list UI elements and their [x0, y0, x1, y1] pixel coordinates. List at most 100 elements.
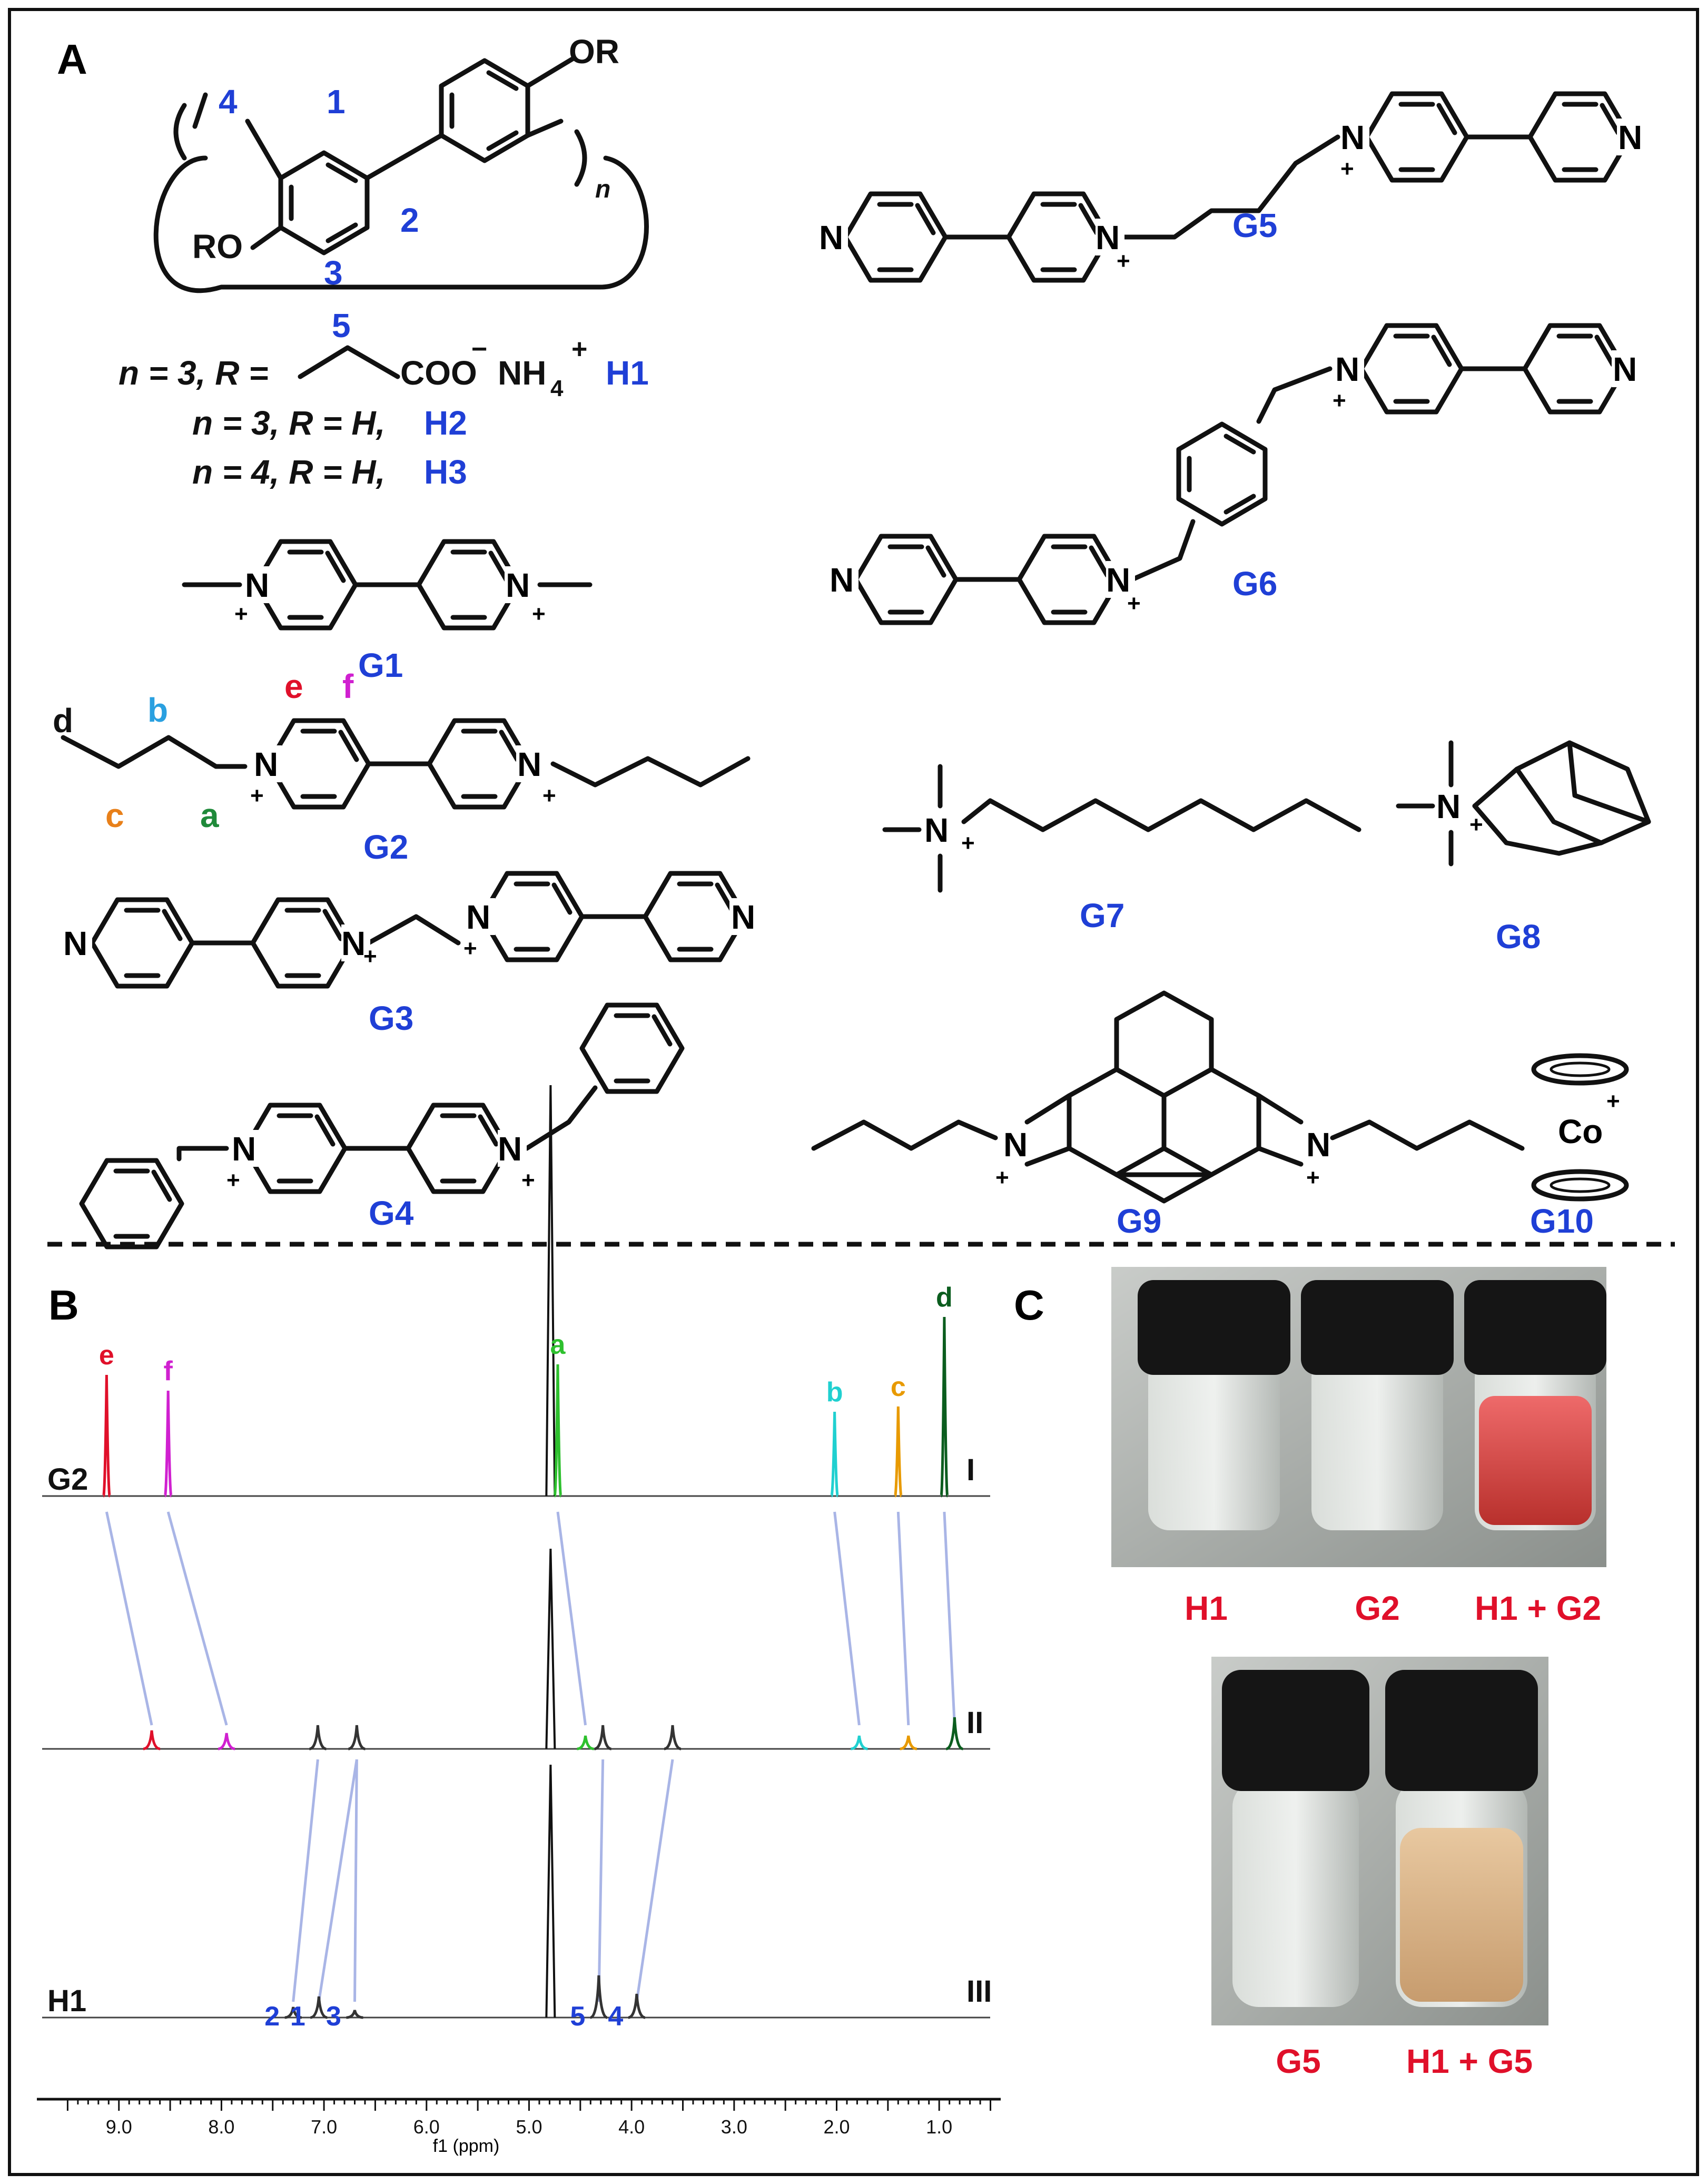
spectrum-3-peak [346, 2010, 363, 2019]
g2-n-right: N [517, 745, 541, 783]
series-name: H1 [47, 1984, 86, 2018]
g7-label: G7 [1080, 897, 1124, 934]
host-pos-1: 1 [327, 83, 346, 121]
g2-label: G2 [363, 828, 408, 866]
photo-top-label-2: G2 [1355, 1589, 1399, 1627]
g2-letter-a: a [200, 796, 219, 834]
g8-structure [1396, 740, 1651, 867]
g1-plus-right: + [532, 601, 546, 627]
g2-letter-e: e [284, 667, 303, 705]
peak-label: 1 [290, 2001, 305, 2032]
spectrum-2-peak [309, 1725, 327, 1750]
host-name-h3: H3 [424, 453, 467, 491]
series-roman-label: I [966, 1453, 975, 1487]
g2-structure [61, 721, 751, 807]
host-structure [153, 55, 649, 293]
panel-c-label: C [1014, 1282, 1044, 1329]
spectrum-solvent-peak-2 [545, 1548, 556, 1749]
g6-n-4: N [1613, 350, 1637, 388]
g5-structure [819, 94, 1646, 280]
shift-arrow [943, 1511, 956, 1726]
shift-arrow [635, 1759, 674, 2002]
nmr-spectra [42, 1085, 990, 2019]
host-name-h2: H2 [424, 404, 467, 442]
g8-n: N [1436, 788, 1461, 825]
g6-plus-3: + [1333, 388, 1346, 414]
spectrum-3-peak [284, 2006, 302, 2019]
shift-arrow [105, 1511, 153, 1726]
g9-label: G9 [1117, 1202, 1161, 1240]
peak-label: e [99, 1340, 114, 1371]
spectrum-2-peak [900, 1735, 917, 1750]
g1-label: G1 [358, 646, 403, 684]
host-or: OR [569, 33, 619, 71]
spectrum-1-peak [163, 1390, 173, 1498]
shift-arrow [353, 1759, 358, 2002]
g10-plus: + [1606, 1088, 1620, 1114]
host-line1-minus: − [471, 334, 487, 365]
peak-label: f [164, 1356, 173, 1386]
g9-plus-left: + [995, 1165, 1009, 1191]
series-roman-label: II [966, 1706, 983, 1740]
peak-label: 3 [326, 2001, 341, 2032]
nmr-arrows [105, 1511, 956, 2002]
x-tick-label: 6.0 [413, 2116, 440, 2138]
host-ro: RO [192, 228, 243, 265]
host-pos-5: 5 [332, 307, 351, 345]
host-line2-text: n = 3, R = H, [192, 404, 385, 442]
spectrum-1-peak [893, 1406, 903, 1498]
g4-n-right: N [498, 1130, 522, 1168]
host-pos-3: 3 [324, 254, 343, 292]
figure-border [8, 8, 1699, 2176]
g8-label: G8 [1496, 918, 1541, 956]
host-line3-text: n = 4, R = H, [192, 453, 385, 491]
g4-structure [82, 1005, 682, 1247]
g5-plus-2: + [1117, 248, 1130, 274]
g2-letter-b: b [147, 691, 168, 729]
x-tick-label: 2.0 [823, 2116, 850, 2138]
spectrum-3-peak [590, 1975, 608, 2019]
spectrum-2-peak [851, 1735, 868, 1750]
g3-n-1: N [63, 924, 87, 962]
spectrum-3-peak [628, 1993, 646, 2019]
g6-label: G6 [1232, 565, 1277, 603]
peak-label: a [550, 1330, 566, 1360]
x-tick-label: 5.0 [516, 2116, 542, 2138]
host-line1-nh4: NH [498, 354, 546, 392]
g3-n-2: N [341, 924, 366, 962]
spectrum-2-peak [218, 1733, 235, 1750]
g3-structure [63, 873, 758, 986]
g9-structure [811, 990, 1525, 1204]
spectrum-2-peak [577, 1735, 594, 1750]
x-tick-label: 3.0 [721, 2116, 747, 2138]
panel-a-label: A [57, 36, 87, 83]
g7-plus: + [961, 830, 975, 856]
g4-n-left: N [232, 1130, 256, 1168]
g6-structure [830, 326, 1641, 623]
g2-letter-f: f [342, 667, 354, 705]
spectrum-solvent-peak-3 [545, 1764, 556, 2018]
host-line1-coo: COO [400, 354, 477, 392]
g6-n-1: N [830, 561, 854, 599]
g3-label: G3 [369, 999, 413, 1037]
g2-letter-d: d [53, 702, 73, 740]
peak-label: 4 [608, 2001, 623, 2032]
spectrum-solvent-peak-1 [545, 1085, 556, 1497]
shift-arrow [317, 1759, 358, 2002]
g1-n-left: N [245, 566, 269, 604]
spectrum-1-peak [940, 1316, 949, 1498]
g9-n-right: N [1306, 1126, 1330, 1164]
host-subscript-n: n [595, 175, 610, 203]
g10-label: G10 [1530, 1202, 1594, 1240]
spectrum-2-peak [664, 1725, 682, 1750]
g8-plus: + [1469, 812, 1483, 838]
g1-plus-left: + [234, 601, 248, 627]
photo-bottom-label-1: G5 [1276, 2042, 1320, 2080]
g5-n-1: N [819, 219, 843, 257]
spectrum-1-peak [830, 1411, 840, 1498]
g3-n-4: N [731, 898, 755, 936]
g4-plus-left: + [226, 1167, 240, 1193]
